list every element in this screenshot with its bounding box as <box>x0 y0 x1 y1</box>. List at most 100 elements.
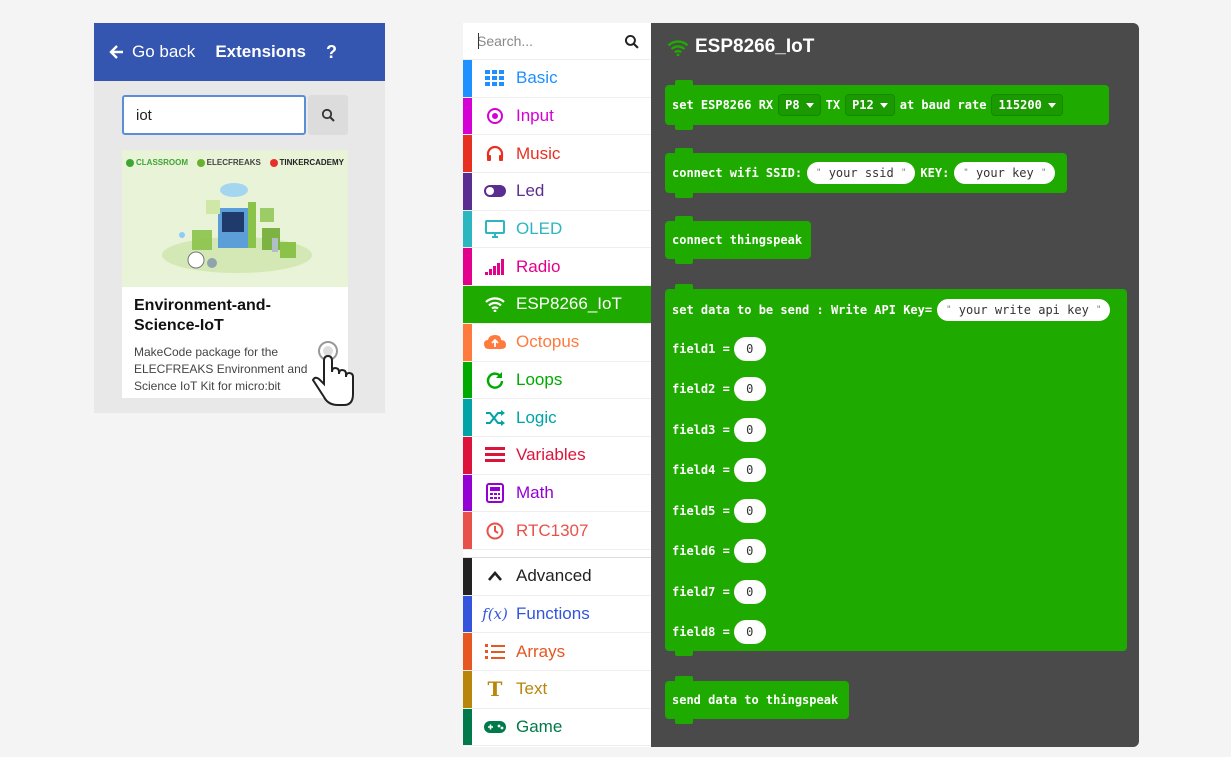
ssid-input[interactable]: " your ssid " <box>807 162 916 184</box>
dropdown-arrow-icon <box>805 102 814 108</box>
gamepad-icon <box>484 716 506 738</box>
help-icon[interactable]: ? <box>326 41 338 62</box>
field-value-input[interactable]: 0 <box>733 377 766 401</box>
field-row: field5 =0 <box>672 499 766 523</box>
wifi-icon <box>667 39 689 56</box>
category-logic[interactable]: Logic <box>463 399 651 437</box>
iot-kit-illustration <box>162 183 312 273</box>
extension-card[interactable]: CLASSROOM ELECFREAKS TINKERCADEMY <box>122 150 348 398</box>
block-text: TX <box>825 98 841 112</box>
toolbox-divider <box>463 550 651 558</box>
extension-search <box>122 95 348 135</box>
field-row: field2 =0 <box>672 377 766 401</box>
category-math[interactable]: Math <box>463 474 651 513</box>
category-game[interactable]: Game <box>463 708 651 747</box>
category-label: Advanced <box>516 566 592 586</box>
headphones-icon <box>484 143 506 165</box>
workspace-title: ESP8266_IoT <box>667 36 814 58</box>
category-basic[interactable]: Basic <box>463 60 651 98</box>
toggle-icon <box>484 180 506 202</box>
toolbox-search[interactable]: Search... <box>463 23 651 60</box>
wifi-icon <box>484 293 506 315</box>
extension-search-input[interactable] <box>122 95 306 135</box>
category-variables[interactable]: Variables <box>463 436 651 475</box>
field-row: field7 =0 <box>672 580 766 604</box>
block-send-data[interactable]: send data to thingspeak <box>665 676 849 724</box>
extension-card-image: CLASSROOM ELECFREAKS TINKERCADEMY <box>122 150 348 287</box>
category-label: Logic <box>516 407 557 427</box>
field-value-input[interactable]: 0 <box>733 458 766 482</box>
go-back-label: Go back <box>132 42 196 61</box>
extensions-title: Extensions <box>215 42 307 61</box>
extension-card-title: Environment-and-Science-IoT <box>134 297 271 334</box>
category-led[interactable]: Led <box>463 173 651 211</box>
category-label: Octopus <box>516 332 580 352</box>
field-value-input[interactable]: 0 <box>733 418 766 442</box>
category-music[interactable]: Music <box>463 135 651 174</box>
toolbox: Search... Basic Input Music Led OLED Rad… <box>463 23 651 747</box>
block-connect-thingspeak[interactable]: connect thingspeak <box>665 216 811 264</box>
category-text[interactable]: T Text <box>463 671 651 709</box>
grid-icon <box>484 67 506 89</box>
category-rtc1307[interactable]: RTC1307 <box>463 512 651 550</box>
extension-search-button[interactable] <box>308 95 348 135</box>
category-input[interactable]: Input <box>463 97 651 136</box>
dropdown-arrow-icon <box>879 102 888 108</box>
category-label: Radio <box>516 256 561 276</box>
category-octopus[interactable]: Octopus <box>463 323 651 362</box>
category-label: Input <box>516 106 554 126</box>
list-lines-icon <box>484 444 506 466</box>
classroom-logo: CLASSROOM <box>126 158 188 167</box>
category-oled[interactable]: OLED <box>463 210 651 249</box>
category-loops[interactable]: Loops <box>463 361 651 400</box>
toolbox-search-placeholder: Search... <box>477 33 534 49</box>
blocks-workspace[interactable]: ESP8266_IoT set ESP8266 RX P8 TX P12 at … <box>651 23 1139 747</box>
category-radio[interactable]: Radio <box>463 248 651 287</box>
chevron-up-icon <box>484 565 506 587</box>
category-label: Variables <box>516 445 586 465</box>
field-value-input[interactable]: 0 <box>733 620 766 644</box>
tx-pin-dropdown[interactable]: P12 <box>845 94 895 116</box>
category-label: Basic <box>516 68 558 88</box>
block-text: set data to be send : Write API Key= <box>672 303 933 317</box>
api-key-input[interactable]: " your write api key " <box>937 299 1111 321</box>
shuffle-icon <box>484 407 506 429</box>
category-advanced[interactable]: Advanced <box>463 557 651 596</box>
category-esp8266-iot[interactable]: ESP8266_IoT <box>463 286 651 324</box>
block-text: connect wifi SSID: <box>672 166 803 180</box>
block-text: KEY: <box>920 166 950 180</box>
key-input[interactable]: " your key " <box>954 162 1056 184</box>
block-set-esp8266[interactable]: set ESP8266 RX P8 TX P12 at baud rate 11… <box>665 80 1109 130</box>
field-row: field8 =0 <box>672 620 766 644</box>
field-value-input[interactable]: 0 <box>733 499 766 523</box>
function-icon: f(x) <box>482 604 508 623</box>
workspace-title-label: ESP8266_IoT <box>695 36 815 57</box>
extensions-header: Go back Extensions ? <box>94 23 385 81</box>
category-label: Math <box>516 482 554 502</box>
cloud-upload-icon <box>484 331 506 353</box>
category-functions[interactable]: f(x) Functions <box>463 595 651 634</box>
card-logos: CLASSROOM ELECFREAKS TINKERCADEMY <box>122 158 348 167</box>
field-value-input[interactable]: 0 <box>733 337 766 361</box>
rx-pin-dropdown[interactable]: P8 <box>778 94 821 116</box>
category-label: RTC1307 <box>516 520 589 540</box>
category-label: OLED <box>516 219 563 239</box>
field-value-input[interactable]: 0 <box>733 580 766 604</box>
category-arrays[interactable]: Arrays <box>463 633 651 671</box>
baud-rate-dropdown[interactable]: 115200 <box>991 94 1063 116</box>
category-label: Led <box>516 181 545 201</box>
category-label: Text <box>516 679 548 699</box>
block-set-data[interactable]: set data to be send : Write API Key= " y… <box>665 284 1127 656</box>
block-text: send data to thingspeak <box>672 693 839 707</box>
refresh-icon <box>484 369 506 391</box>
category-label: Functions <box>516 603 590 623</box>
category-label: ESP8266_IoT <box>516 294 622 314</box>
calculator-icon <box>484 482 506 504</box>
go-back-button[interactable]: Go back <box>108 42 195 62</box>
clock-icon <box>484 520 506 542</box>
block-connect-wifi[interactable]: connect wifi SSID: " your ssid " KEY: " … <box>665 148 1067 198</box>
block-text: set ESP8266 RX <box>672 98 774 112</box>
field-value-input[interactable]: 0 <box>733 539 766 563</box>
search-icon <box>321 108 335 122</box>
field-row: field4 =0 <box>672 458 766 482</box>
